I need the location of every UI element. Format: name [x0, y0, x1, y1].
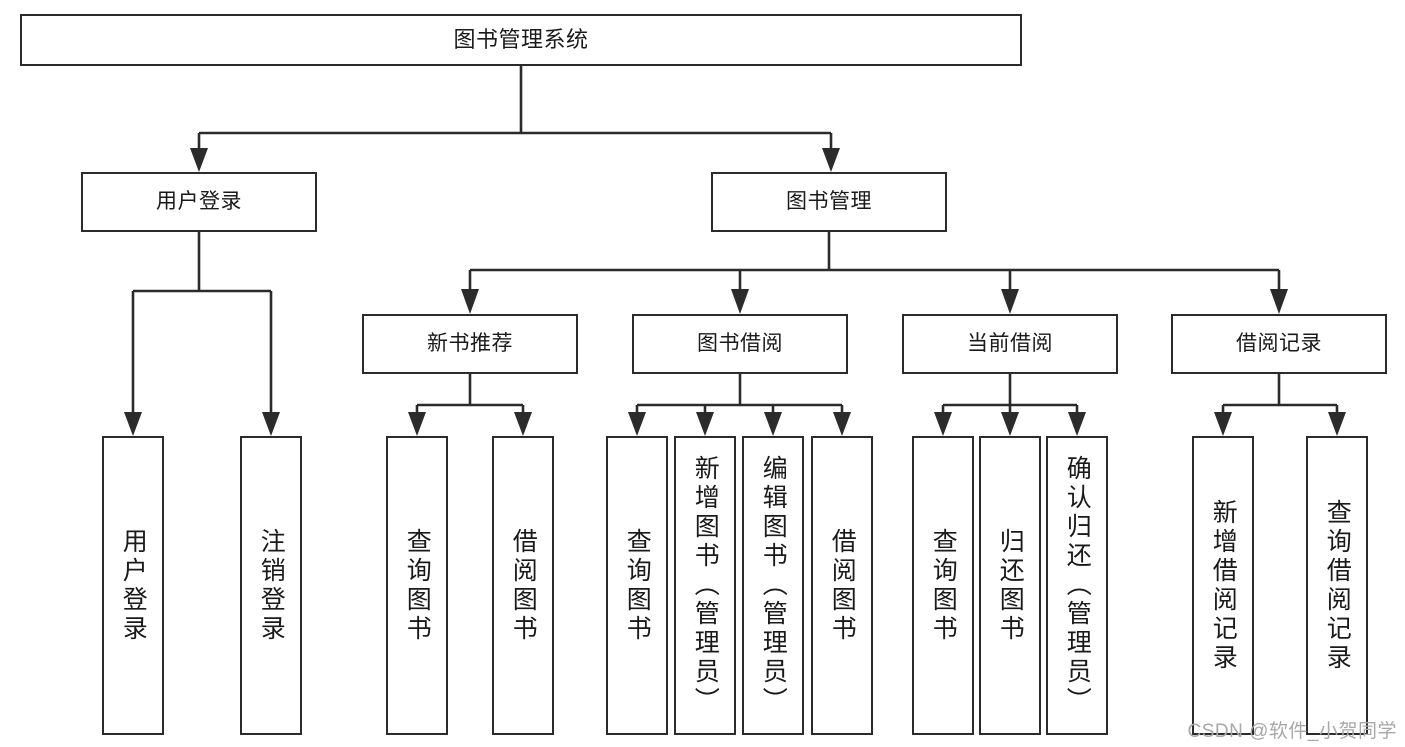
node-label: 查询借阅记录 — [1323, 498, 1352, 673]
node-label: 归还图书 — [996, 527, 1025, 644]
node-label: 编辑图书（管理员） — [759, 455, 788, 716]
node-label: 新书推荐 — [427, 332, 513, 356]
node-user-login[interactable]: 用户登录 — [81, 172, 317, 232]
node-borrowing-records[interactable]: 借阅记录 — [1171, 314, 1387, 374]
leaf-edit-book-admin[interactable]: 编辑图书（管理员） — [742, 436, 804, 735]
leaf-user-login[interactable]: 用户登录 — [102, 436, 164, 735]
node-label: 图书管理系统 — [453, 26, 589, 52]
leaf-query-borrowing-record[interactable]: 查询借阅记录 — [1306, 436, 1368, 735]
node-book-borrowing[interactable]: 图书借阅 — [632, 314, 848, 374]
node-root-book-management-system[interactable]: 图书管理系统 — [20, 14, 1022, 66]
node-label: 注销登录 — [257, 527, 286, 644]
node-book-management[interactable]: 图书管理 — [711, 172, 947, 232]
leaf-query-books-borrowing[interactable]: 查询图书 — [606, 436, 668, 735]
node-label: 确认归还（管理员） — [1063, 455, 1092, 716]
node-label: 用户登录 — [156, 190, 242, 214]
node-new-book-recommendation[interactable]: 新书推荐 — [362, 314, 578, 374]
node-label: 图书借阅 — [697, 332, 783, 356]
csdn-watermark: CSDN @软件_小贺同学 — [1187, 721, 1397, 742]
node-label: 借阅记录 — [1236, 332, 1322, 356]
leaf-query-books-current[interactable]: 查询图书 — [912, 436, 974, 735]
leaf-logout[interactable]: 注销登录 — [240, 436, 302, 735]
leaf-add-book-admin[interactable]: 新增图书（管理员） — [674, 436, 736, 735]
leaf-add-borrowing-record[interactable]: 新增借阅记录 — [1192, 436, 1254, 735]
leaf-borrow-books-new-recommendation[interactable]: 借阅图书 — [492, 436, 554, 735]
node-label: 查询图书 — [929, 527, 958, 644]
leaf-confirm-return-admin[interactable]: 确认归还（管理员） — [1046, 436, 1108, 735]
node-label: 用户登录 — [119, 527, 148, 644]
node-current-borrowing[interactable]: 当前借阅 — [902, 314, 1118, 374]
node-label: 查询图书 — [403, 527, 432, 644]
node-label: 借阅图书 — [828, 527, 857, 644]
node-label: 当前借阅 — [967, 332, 1053, 356]
node-label: 借阅图书 — [509, 527, 538, 644]
node-label: 新增图书（管理员） — [691, 455, 720, 716]
node-label: 图书管理 — [786, 190, 872, 214]
leaf-return-books[interactable]: 归还图书 — [979, 436, 1041, 735]
node-label: 查询图书 — [623, 527, 652, 644]
leaf-query-books-new-recommendation[interactable]: 查询图书 — [386, 436, 448, 735]
leaf-borrow-books-borrowing[interactable]: 借阅图书 — [811, 436, 873, 735]
node-label: 新增借阅记录 — [1209, 498, 1238, 673]
